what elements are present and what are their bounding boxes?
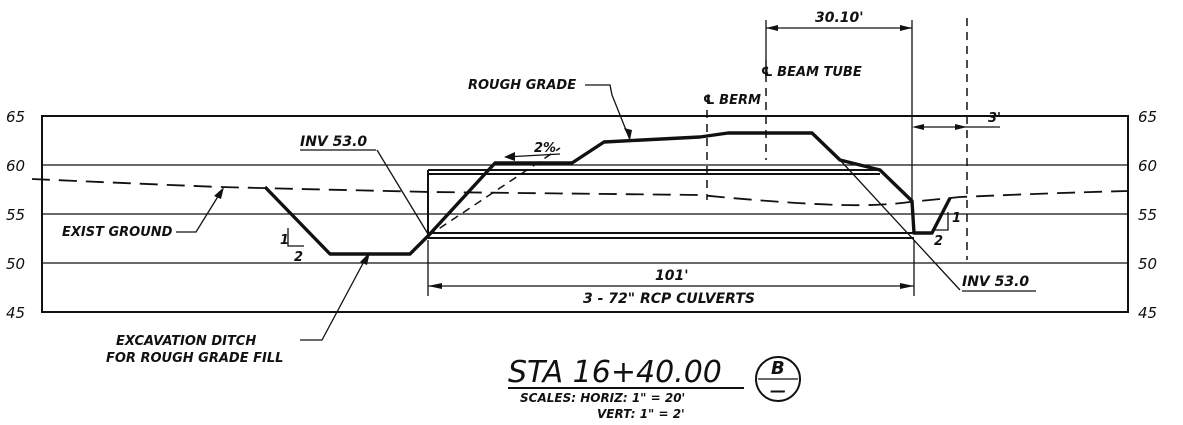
- dimension-3ft-text: 3': [988, 111, 1001, 126]
- dimension-arrow-right: [900, 25, 912, 31]
- berm-label: ℄ BERM: [703, 93, 761, 108]
- ditch-label-line2: FOR ROUGH GRADE FILL: [106, 351, 283, 366]
- elev-label-left-60: 60: [6, 157, 25, 175]
- culvert-desc-text: 3 - 72" RCP CULVERTS: [583, 291, 755, 307]
- elev-label-right-55: 55: [1138, 206, 1157, 224]
- culvert-length-text: 101': [655, 268, 689, 284]
- scales-line2: VERT: 1" = 2': [597, 407, 685, 421]
- slope-triangle-right-shape: [932, 212, 949, 231]
- exist-ground-label: EXIST GROUND: [62, 225, 173, 240]
- slope-right-horizontal: 2: [934, 234, 943, 249]
- inv-left-leader: [376, 149, 429, 235]
- rough-grade-leader: [585, 84, 631, 141]
- section-callout-circle: [755, 356, 801, 402]
- ditch-leader: [300, 253, 369, 341]
- elev-label-right-50: 50: [1138, 255, 1157, 273]
- section-title-block: STA 16+40.00 B — SCALES: HORIZ: 1" = 20'…: [508, 355, 801, 421]
- inv-right-label: INV 53.0: [962, 274, 1029, 290]
- dimension-3ft-arrow-right: [955, 124, 967, 130]
- dimension-3ft: 3': [912, 111, 1001, 130]
- dimension-30-10-text: 30.10': [815, 10, 864, 26]
- culvert-length-arrow-left: [428, 283, 442, 289]
- exist-ground-leader: [176, 189, 223, 233]
- dimension-3ft-arrow-left: [912, 124, 924, 130]
- slope-extension-right: [839, 159, 961, 291]
- elevation-labels-right: 65 60 55 50 45: [1138, 108, 1157, 322]
- elevation-grid: [41, 115, 1129, 313]
- existing-ground-line: [31, 178, 1129, 207]
- rough-grade-arrow: [624, 128, 632, 140]
- slope-triangle-right: 1 2: [932, 211, 961, 249]
- section-letter: B: [771, 358, 785, 379]
- elev-label-right-65: 65: [1138, 108, 1157, 126]
- slope-right-vertical: 1: [952, 211, 961, 226]
- ditch-profile: [263, 185, 430, 256]
- slope-left-horizontal: 2: [294, 250, 303, 265]
- slope-pct-label: 2%: [534, 141, 556, 156]
- section-reference: —: [770, 381, 786, 400]
- ditch-arrow: [360, 252, 370, 265]
- ditch-label-line1: EXCAVATION DITCH: [116, 334, 256, 349]
- slope-left-vertical: 1: [280, 233, 289, 248]
- elevation-labels-left: 65 60 55 50 45: [6, 108, 25, 322]
- culvert-box: [427, 169, 914, 239]
- scales-line1: SCALES: HORIZ: 1" = 20': [520, 391, 685, 405]
- elev-label-left-65: 65: [6, 108, 25, 126]
- elev-label-right-60: 60: [1138, 157, 1157, 175]
- elev-label-right-45: 45: [1138, 304, 1157, 322]
- slope-extension-left: [427, 147, 561, 237]
- dimension-arrow-left: [766, 25, 778, 31]
- station-title: STA 16+40.00: [508, 355, 722, 390]
- rough-grade-profile: [426, 131, 952, 238]
- elev-label-left-45: 45: [6, 304, 25, 322]
- elev-label-left-55: 55: [6, 206, 25, 224]
- slope-triangle-left: 1 2: [280, 228, 304, 265]
- dimension-30-10: 30.10': [765, 10, 912, 60]
- inv-left-label: INV 53.0: [300, 134, 367, 150]
- slope-pct-arrow: [504, 152, 515, 161]
- culvert-length-dimension: 101' 3 - 72" RCP CULVERTS: [427, 240, 915, 307]
- culvert-length-arrow-right: [900, 283, 914, 289]
- slope-triangle-left-shape: [287, 228, 304, 247]
- beam-tube-label: ℄ BEAM TUBE: [761, 65, 862, 80]
- elev-label-left-50: 50: [6, 255, 25, 273]
- exist-ground-arrow: [214, 187, 224, 199]
- rough-grade-label: ROUGH GRADE: [468, 78, 576, 93]
